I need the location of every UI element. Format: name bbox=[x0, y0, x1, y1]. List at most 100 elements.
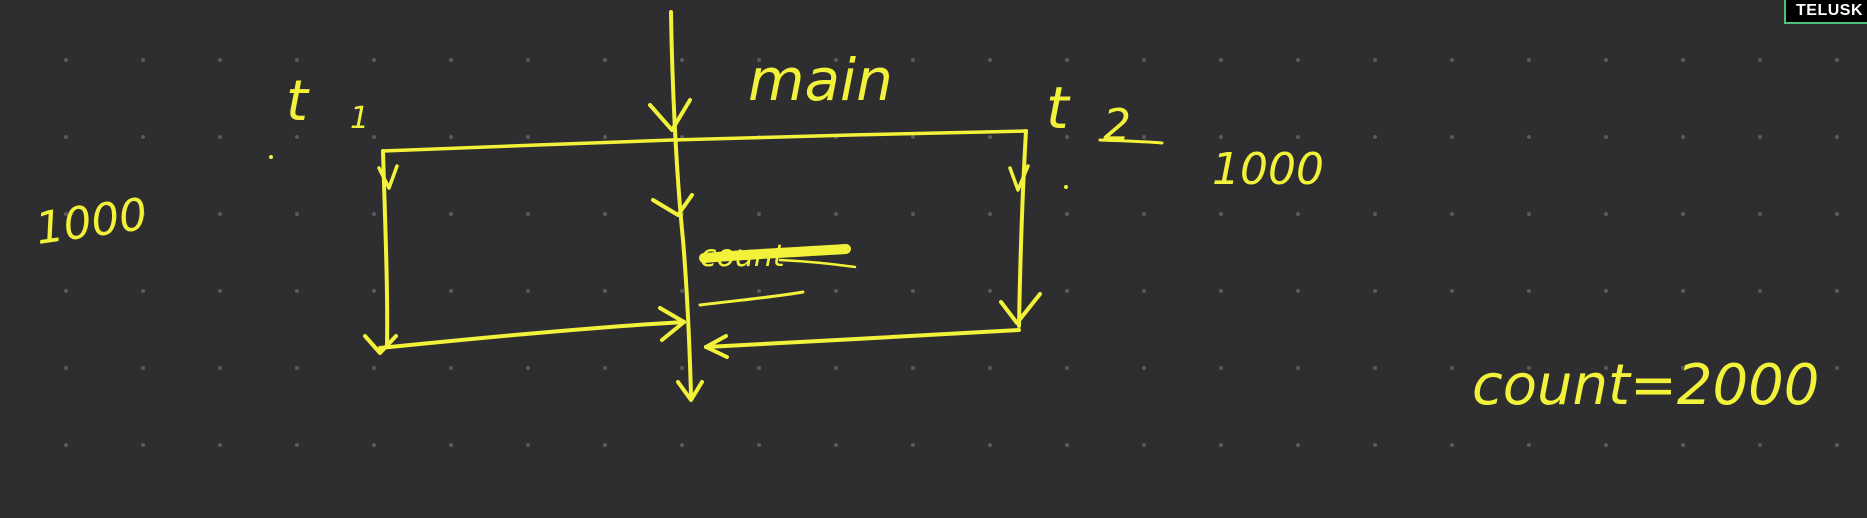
grid-dot bbox=[757, 289, 761, 293]
grid-dot bbox=[1681, 135, 1685, 139]
grid-dot bbox=[1835, 58, 1839, 62]
grid-dot bbox=[757, 443, 761, 447]
grid-dot bbox=[295, 366, 299, 370]
thread2-underline bbox=[1098, 138, 1164, 145]
grid-dot bbox=[449, 443, 453, 447]
grid-dot bbox=[372, 366, 376, 370]
grid-dot bbox=[911, 135, 915, 139]
grid-dot bbox=[1373, 58, 1377, 62]
grid-dot bbox=[757, 366, 761, 370]
grid-dot bbox=[1373, 212, 1377, 216]
right-count-value: 1000 bbox=[1212, 144, 1324, 195]
grid-dot bbox=[449, 212, 453, 216]
thread1-join-arrow bbox=[658, 306, 686, 342]
grid-dot bbox=[1296, 443, 1300, 447]
grid-dot bbox=[1065, 443, 1069, 447]
grid-dot bbox=[1681, 212, 1685, 216]
thread2-label: t bbox=[1046, 74, 1071, 142]
grid-dot bbox=[1835, 366, 1839, 370]
grid-dot bbox=[218, 289, 222, 293]
grid-dot bbox=[1450, 212, 1454, 216]
grid-dot bbox=[603, 135, 607, 139]
grid-dot bbox=[526, 135, 530, 139]
thread1-subscript: 1 bbox=[350, 101, 369, 136]
grid-dot bbox=[372, 443, 376, 447]
grid-dot bbox=[64, 443, 68, 447]
grid-dot bbox=[218, 443, 222, 447]
stray-dot bbox=[269, 155, 273, 159]
grid-dot bbox=[1296, 135, 1300, 139]
grid-dot bbox=[295, 58, 299, 62]
grid-dot bbox=[680, 366, 684, 370]
grid-dot bbox=[603, 289, 607, 293]
grid-dot bbox=[372, 135, 376, 139]
grid-dot bbox=[1527, 366, 1531, 370]
grid-dot bbox=[1758, 135, 1762, 139]
grid-dot bbox=[911, 289, 915, 293]
grid-dot bbox=[295, 212, 299, 216]
grid-dot bbox=[1373, 135, 1377, 139]
grid-dot bbox=[1527, 212, 1531, 216]
grid-dot bbox=[1450, 366, 1454, 370]
grid-dot bbox=[64, 212, 68, 216]
grid-dot bbox=[372, 289, 376, 293]
thread2-subscript: 2 bbox=[1103, 100, 1131, 151]
grid-dot bbox=[680, 289, 684, 293]
grid-dot bbox=[1450, 58, 1454, 62]
grid-dot bbox=[911, 366, 915, 370]
grid-dot bbox=[1758, 366, 1762, 370]
thread2-right-line bbox=[1017, 129, 1028, 328]
grid-dot bbox=[1604, 58, 1608, 62]
grid-dot bbox=[757, 212, 761, 216]
grid-dot bbox=[1219, 443, 1223, 447]
grid-dot bbox=[1604, 366, 1608, 370]
grid-dot bbox=[1604, 135, 1608, 139]
grid-dot bbox=[1219, 135, 1223, 139]
grid-dot bbox=[1758, 289, 1762, 293]
grid-dot bbox=[1604, 212, 1608, 216]
grid-dot bbox=[988, 443, 992, 447]
grid-dot bbox=[834, 289, 838, 293]
grid-dot bbox=[449, 366, 453, 370]
grid-dot bbox=[1527, 289, 1531, 293]
main-arrow-mid bbox=[651, 193, 694, 217]
brand-badge: TELUSK bbox=[1784, 0, 1867, 24]
grid-dot bbox=[1142, 289, 1146, 293]
thread2-arrow-bottom bbox=[999, 292, 1042, 325]
grid-dot bbox=[141, 443, 145, 447]
thread1-label: t bbox=[286, 69, 310, 134]
strike-through bbox=[699, 244, 851, 263]
main-arrow-bottom bbox=[676, 380, 704, 402]
grid-dot bbox=[1681, 58, 1685, 62]
grid-dot bbox=[1604, 289, 1608, 293]
grid-dot bbox=[372, 58, 376, 62]
grid-dot bbox=[988, 366, 992, 370]
grid-dot bbox=[141, 366, 145, 370]
grid-dot bbox=[680, 58, 684, 62]
grid-dot bbox=[64, 289, 68, 293]
grid-dot bbox=[1065, 289, 1069, 293]
grid-dot bbox=[1065, 58, 1069, 62]
thread2-join-line bbox=[704, 328, 1021, 349]
grid-dot bbox=[988, 289, 992, 293]
grid-dot bbox=[1296, 289, 1300, 293]
grid-dot bbox=[911, 58, 915, 62]
grid-dot bbox=[1065, 212, 1069, 216]
grid-dot bbox=[1065, 135, 1069, 139]
grid-dot bbox=[1681, 443, 1685, 447]
grid-dot bbox=[218, 366, 222, 370]
grid-dot bbox=[1296, 58, 1300, 62]
left-count-value: 1000 bbox=[32, 189, 150, 255]
grid-dot bbox=[1219, 212, 1223, 216]
grid-dot bbox=[988, 135, 992, 139]
grid-dot bbox=[757, 58, 761, 62]
grid-dot bbox=[1065, 366, 1069, 370]
grid-dot bbox=[1758, 443, 1762, 447]
grid-dot bbox=[603, 366, 607, 370]
grid-dot bbox=[449, 289, 453, 293]
grid-dot bbox=[1142, 443, 1146, 447]
grid-dot bbox=[64, 58, 68, 62]
grid-dot bbox=[526, 366, 530, 370]
grid-dot bbox=[603, 58, 607, 62]
grid-dot bbox=[1219, 289, 1223, 293]
